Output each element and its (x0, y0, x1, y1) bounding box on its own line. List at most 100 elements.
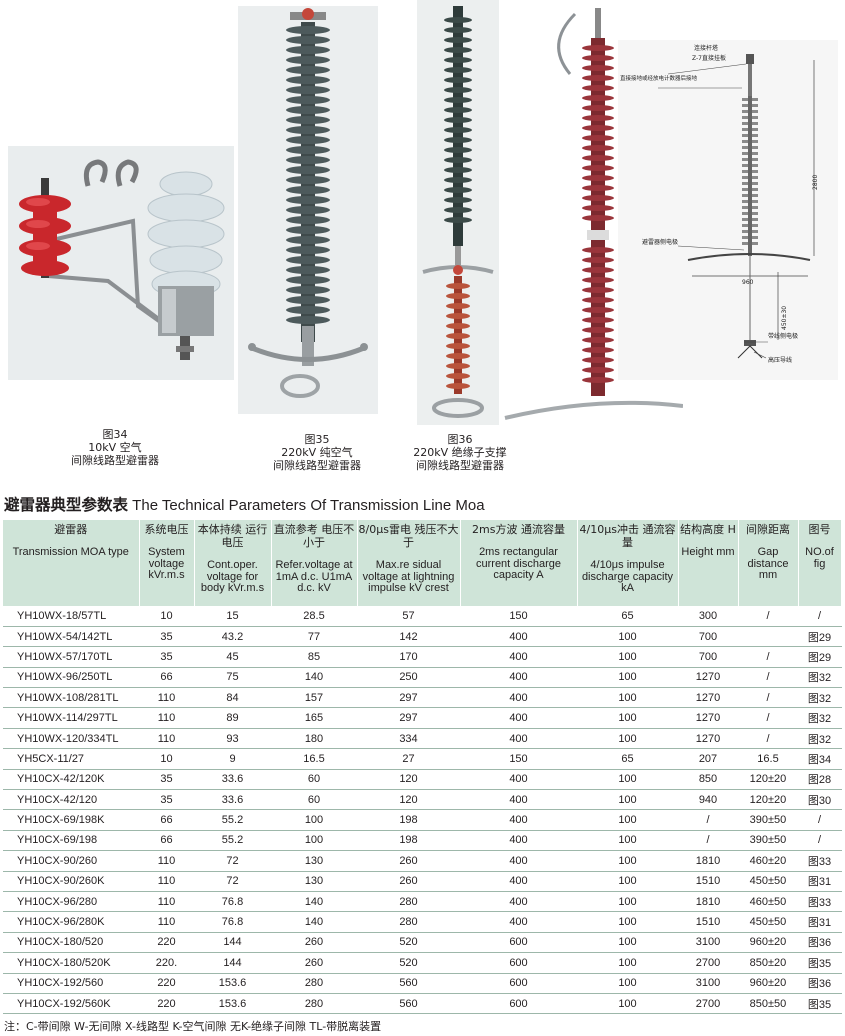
table-cell: 100 (577, 932, 679, 954)
column-header-cn: 2ms方波 通流容量 (472, 523, 565, 536)
table-cell: 图32 (798, 687, 842, 709)
column-header-cn: 间隙距离 (746, 523, 790, 536)
table-cell: 153.6 (194, 993, 272, 1015)
table-cell: 600 (460, 952, 578, 974)
column-header-en: Transmission MOA type (12, 546, 129, 558)
table-cell: 76.8 (194, 891, 272, 913)
table-cell: / (798, 830, 842, 852)
table-cell: YH10CX-96/280K (3, 911, 140, 933)
table-cell: 10 (139, 748, 195, 770)
drawing-label-plate: Z-7直接挂板 (692, 54, 726, 62)
table-cell: 220 (139, 973, 195, 994)
table-cell: 150 (460, 606, 578, 627)
table-cell: 100 (577, 809, 679, 831)
drawing-label-tower: 连接杆塔 (694, 44, 718, 52)
column-header-en: 4/10μs impulse discharge capacity kA (581, 559, 674, 594)
table-cell: 165 (271, 707, 358, 729)
table-cell: YH10CX-42/120K (3, 769, 140, 791)
table-cell: 93 (194, 728, 272, 750)
table-cell: 89 (194, 707, 272, 729)
table-cell: 100 (577, 830, 679, 852)
table-cell: 9 (194, 748, 272, 770)
table-cell: 153.6 (194, 973, 272, 994)
table-cell: 400 (460, 830, 578, 852)
table-cell: 250 (357, 667, 461, 689)
table-cell: 960±20 (738, 932, 799, 954)
column-header-cn: 4/10μs冲击 通流容量 (579, 523, 676, 549)
table-cell: 110 (139, 687, 195, 709)
table-cell: 100 (577, 993, 679, 1015)
table-cell: 图33 (798, 891, 842, 913)
fig34-line1: 10kV 空气 (88, 441, 142, 454)
table-cell: 45 (194, 646, 272, 668)
table-cell: 3100 (678, 973, 739, 994)
table-cell: 150 (460, 748, 578, 770)
table-cell: 260 (271, 952, 358, 974)
table-cell: 560 (357, 993, 461, 1015)
table-cell: 600 (460, 993, 578, 1015)
table-cell: 55.2 (194, 809, 272, 831)
table-cell: 100 (577, 687, 679, 709)
table-cell: 198 (357, 830, 461, 852)
section-title: 避雷器典型参数表 The Technical Parameters Of Tra… (4, 493, 485, 515)
column-header-en: Max.re sidual voltage at lightning impul… (362, 559, 455, 594)
table-cell: 120±20 (738, 789, 799, 811)
table-cell: 400 (460, 911, 578, 933)
table-cell: 220 (139, 932, 195, 954)
fig35-image (238, 6, 378, 414)
table-cell: 157 (271, 687, 358, 709)
column-header-en: System voltage kVr.m.s (148, 546, 185, 581)
table-cell: 260 (357, 850, 461, 872)
table-cell: 100 (577, 728, 679, 750)
drawing-dim-gap: 450±30 (781, 306, 788, 330)
table-cell: YH10WX-96/250TL (3, 667, 140, 689)
table-cell: / (738, 667, 799, 689)
table-cell: 600 (460, 932, 578, 954)
column-header: 4/10μs冲击 通流容量 4/10μs impulse discharge ca… (577, 520, 679, 606)
table-cell: 35 (139, 789, 195, 811)
fig35-label: 图35 (304, 433, 330, 446)
table-cell: 66 (139, 809, 195, 831)
drawing-label-arrester-electrode: 避雷器侧电极 (642, 238, 678, 246)
table-cell: 110 (139, 850, 195, 872)
table-cell: 60 (271, 769, 358, 791)
table-cell: 450±50 (738, 911, 799, 933)
table-cell: 220 (139, 993, 195, 1015)
table-cell: 3100 (678, 932, 739, 954)
table-cell: 120 (357, 789, 461, 811)
table-cell: 110 (139, 871, 195, 892)
table-cell: 65 (577, 606, 679, 627)
table-cell: / (738, 707, 799, 729)
table-cell: 198 (357, 809, 461, 831)
table-cell: 57 (357, 606, 461, 627)
table-cell: 120±20 (738, 769, 799, 791)
table-cell: / (738, 646, 799, 668)
table-cell: YH10WX-114/297TL (3, 707, 140, 729)
fig34-label: 图34 (102, 428, 128, 441)
table-cell: 1510 (678, 911, 739, 933)
table-cell: 图32 (798, 728, 842, 750)
table-cell: / (678, 830, 739, 852)
table-cell: 图32 (798, 667, 842, 689)
table-cell: YH10CX-90/260K (3, 871, 140, 892)
table-cell: YH10CX-69/198 (3, 830, 140, 852)
table-cell: 图36 (798, 973, 842, 994)
table-cell: 图32 (798, 707, 842, 729)
table-cell: 图29 (798, 646, 842, 668)
table-cell: 1270 (678, 728, 739, 750)
table-cell: 27 (357, 748, 461, 770)
table-cell: 100 (577, 891, 679, 913)
fig35-photo (238, 6, 378, 414)
column-header-en: Gap distance mm (747, 546, 789, 581)
table-cell: 180 (271, 728, 358, 750)
